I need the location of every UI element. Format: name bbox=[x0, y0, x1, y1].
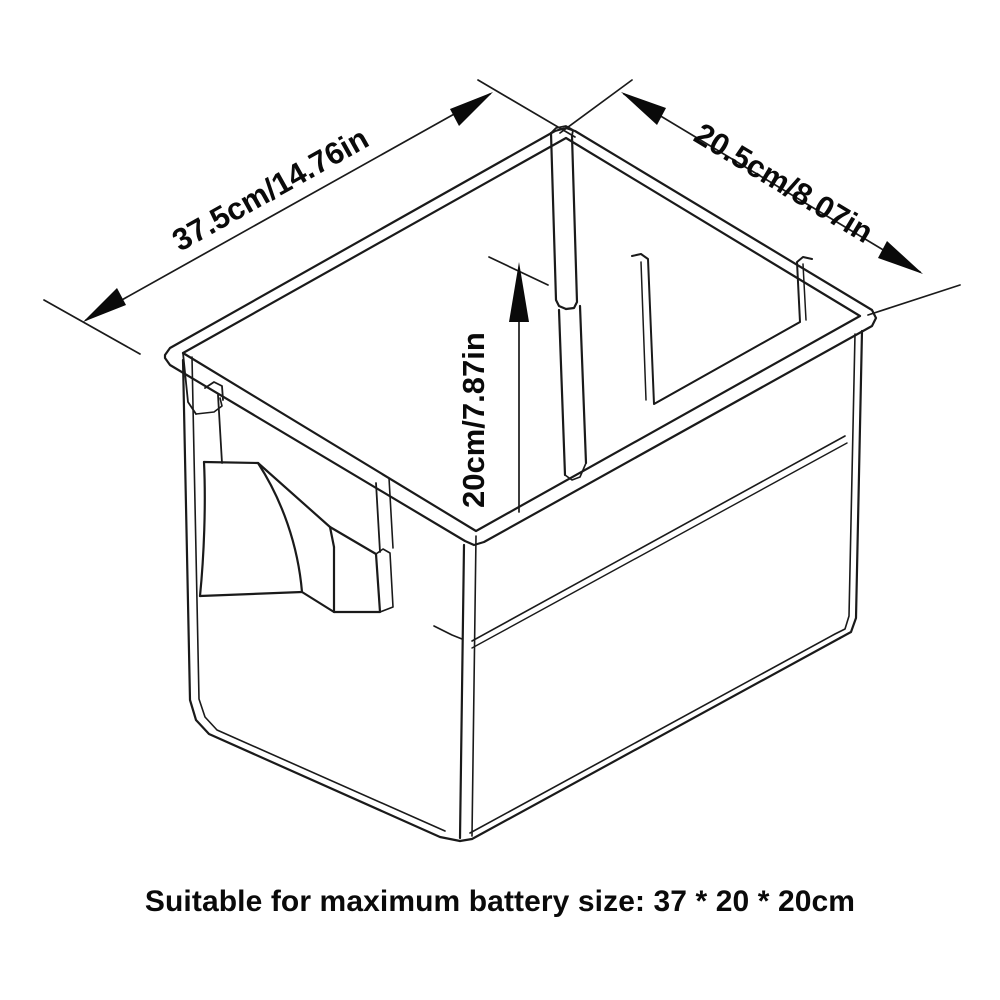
width-dim-line bbox=[623, 93, 921, 273]
rear-notch-outline bbox=[631, 253, 813, 405]
divider-lower-right bbox=[578, 304, 588, 465]
length-dimension-label: 37.5cm/14.76in bbox=[166, 120, 374, 258]
front-face-band-right bbox=[471, 435, 846, 642]
rear-wall-notch bbox=[631, 253, 813, 405]
box-body bbox=[163, 126, 878, 843]
length-ext-line-left bbox=[43, 299, 141, 355]
width-arrow-left bbox=[621, 92, 666, 125]
height-arrow-top bbox=[509, 262, 529, 322]
rear-notch-inner-right bbox=[802, 263, 807, 321]
internal-divider bbox=[549, 125, 588, 481]
length-dim-line bbox=[85, 93, 491, 321]
divider-base bbox=[564, 462, 587, 481]
caption-bar: Suitable for maximum battery size: 37 * … bbox=[0, 885, 1000, 919]
front-left-wall bbox=[181, 358, 462, 843]
handle-bottom bbox=[198, 590, 304, 598]
width-ext-line-left bbox=[559, 79, 633, 134]
dimension-length bbox=[43, 79, 576, 355]
handle-rim-step bbox=[204, 381, 224, 401]
handle-rib-left bbox=[217, 394, 223, 464]
divider-top-cap bbox=[550, 125, 574, 137]
front-left-wall-thickness bbox=[191, 356, 446, 832]
top-rim-outer bbox=[163, 126, 878, 547]
width-ext-line-right bbox=[867, 284, 961, 316]
top-rim-inner bbox=[181, 136, 862, 533]
front-bottom-edge bbox=[458, 636, 842, 843]
front-face-band-right-2 bbox=[471, 442, 848, 649]
rear-interior-floor bbox=[653, 321, 801, 405]
front-corner-edge bbox=[458, 543, 466, 840]
divider-lower-left bbox=[557, 308, 567, 477]
height-dimension-label: 20cm/7.87in bbox=[456, 332, 491, 508]
handle-left-side bbox=[198, 460, 206, 598]
dimension-height bbox=[488, 256, 549, 513]
front-corner-edge-thickness bbox=[471, 535, 477, 837]
length-ext-line-right bbox=[477, 79, 576, 138]
divider-right-face bbox=[564, 134, 579, 311]
dimension-width bbox=[559, 79, 961, 316]
width-arrow-right bbox=[878, 241, 923, 274]
front-right-wall bbox=[838, 329, 864, 640]
length-arrow-right bbox=[450, 92, 493, 126]
divider-left-face bbox=[549, 131, 568, 311]
length-arrow-left bbox=[83, 288, 126, 322]
front-right-wall-thickness bbox=[469, 333, 856, 834]
caption-text: Suitable for maximum battery size: 37 * … bbox=[144, 885, 856, 918]
rear-left-wall-inner bbox=[182, 352, 197, 415]
rear-notch-inner bbox=[640, 261, 647, 401]
side-handle bbox=[198, 381, 394, 614]
front-face-band bbox=[433, 625, 463, 640]
handle-top bbox=[202, 460, 336, 549]
handle-bracket-outer bbox=[328, 525, 382, 614]
handle-round-end bbox=[256, 461, 336, 614]
handle-rib-right bbox=[375, 482, 381, 553]
handle-rib-right-2 bbox=[388, 477, 394, 549]
